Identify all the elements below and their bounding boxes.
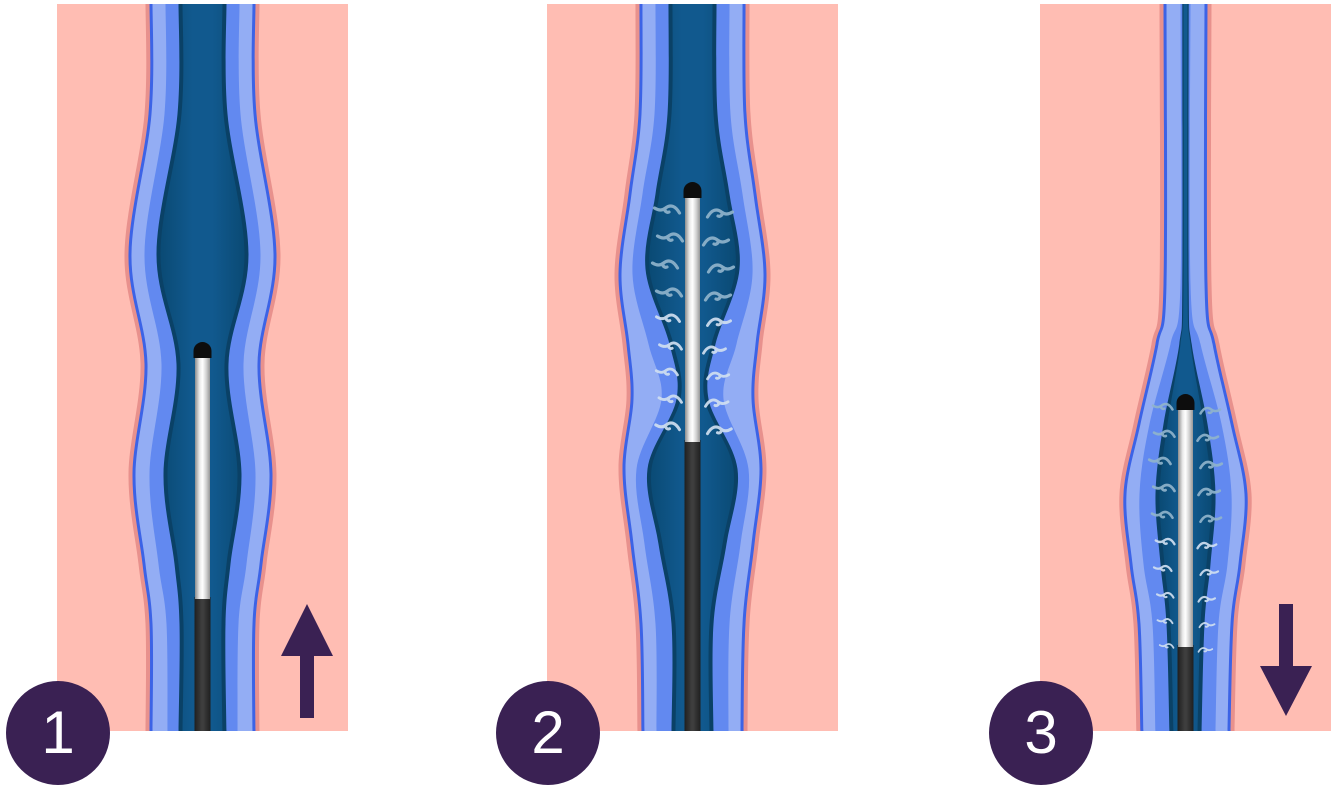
energy-wave-icon bbox=[1152, 429, 1176, 439]
vein-lumen bbox=[1159, 4, 1212, 731]
energy-wave-icon bbox=[1151, 402, 1174, 411]
energy-wave-icon bbox=[1154, 537, 1176, 546]
energy-wave-icon bbox=[658, 341, 683, 351]
energy-wave-icon bbox=[654, 367, 679, 377]
energy-waves bbox=[650, 204, 736, 436]
up-arrow-icon bbox=[281, 604, 333, 718]
energy-wave-icon bbox=[704, 398, 730, 408]
energy-wave-icon bbox=[1152, 564, 1173, 573]
energy-wave-icon bbox=[654, 287, 684, 298]
energy-wave-icon bbox=[1196, 541, 1218, 550]
step-badge: 2 bbox=[496, 681, 600, 785]
catheter-shaft bbox=[1177, 645, 1194, 731]
energy-wave-icon bbox=[1199, 568, 1220, 577]
step-number: 2 bbox=[531, 699, 565, 766]
energy-wave-icon bbox=[706, 317, 732, 327]
energy-wave-icon bbox=[1197, 647, 1214, 653]
energy-wave-icon bbox=[657, 394, 683, 404]
energy-wave-icon bbox=[1197, 487, 1222, 497]
laser-fiber bbox=[685, 192, 700, 442]
energy-wave-icon bbox=[705, 425, 733, 436]
vein-illustration-step-1 bbox=[57, 4, 348, 731]
energy-wave-icon bbox=[702, 345, 727, 355]
step-badge: 3 bbox=[989, 681, 1093, 785]
laser-fiber bbox=[195, 352, 210, 599]
energy-wave-icon bbox=[1150, 510, 1174, 520]
energy-wave-icon bbox=[1199, 406, 1222, 415]
panel-step-2: 2 bbox=[496, 4, 838, 785]
vein-illustration-step-3 bbox=[1040, 4, 1331, 731]
laser-fiber bbox=[1178, 404, 1193, 647]
energy-wave-icon bbox=[1158, 643, 1175, 649]
energy-wave-icon bbox=[1197, 595, 1217, 603]
fiber-tip bbox=[683, 182, 702, 198]
catheter-shaft bbox=[194, 597, 211, 731]
energy-wave-icon bbox=[655, 313, 681, 323]
energy-wave-icon bbox=[1198, 622, 1216, 629]
step-number: 3 bbox=[1024, 699, 1058, 766]
energy-wave-icon bbox=[1147, 456, 1172, 466]
fiber-tip bbox=[193, 342, 212, 358]
down-arrow-icon bbox=[1260, 604, 1312, 716]
energy-wave-icon bbox=[655, 232, 685, 243]
energy-wave-icon bbox=[1199, 460, 1224, 470]
energy-wave-icon bbox=[701, 236, 731, 247]
energy-wave-icon bbox=[1199, 514, 1223, 524]
energy-wave-icon bbox=[705, 208, 735, 219]
energy-wave-icon bbox=[1156, 618, 1174, 625]
step-badge: 1 bbox=[6, 681, 110, 785]
energy-wave-icon bbox=[706, 371, 731, 381]
energy-wave-icon bbox=[1196, 433, 1220, 443]
catheter-shaft bbox=[684, 440, 701, 731]
vein-illustration-step-2 bbox=[547, 4, 838, 731]
panel-step-3: 3 bbox=[989, 4, 1331, 785]
energy-wave-icon bbox=[650, 259, 680, 270]
energy-wave-icon bbox=[703, 291, 733, 302]
energy-wave-icon bbox=[1155, 591, 1175, 599]
step-number: 1 bbox=[41, 699, 75, 766]
energy-wave-icon bbox=[706, 263, 736, 274]
energy-wave-icon bbox=[1151, 483, 1176, 493]
panel-step-1: 1 bbox=[6, 4, 348, 785]
energy-wave-icon bbox=[652, 204, 682, 215]
fiber-tip bbox=[1176, 394, 1195, 410]
energy-wave-icon bbox=[654, 421, 682, 432]
energy-waves bbox=[1147, 402, 1224, 653]
